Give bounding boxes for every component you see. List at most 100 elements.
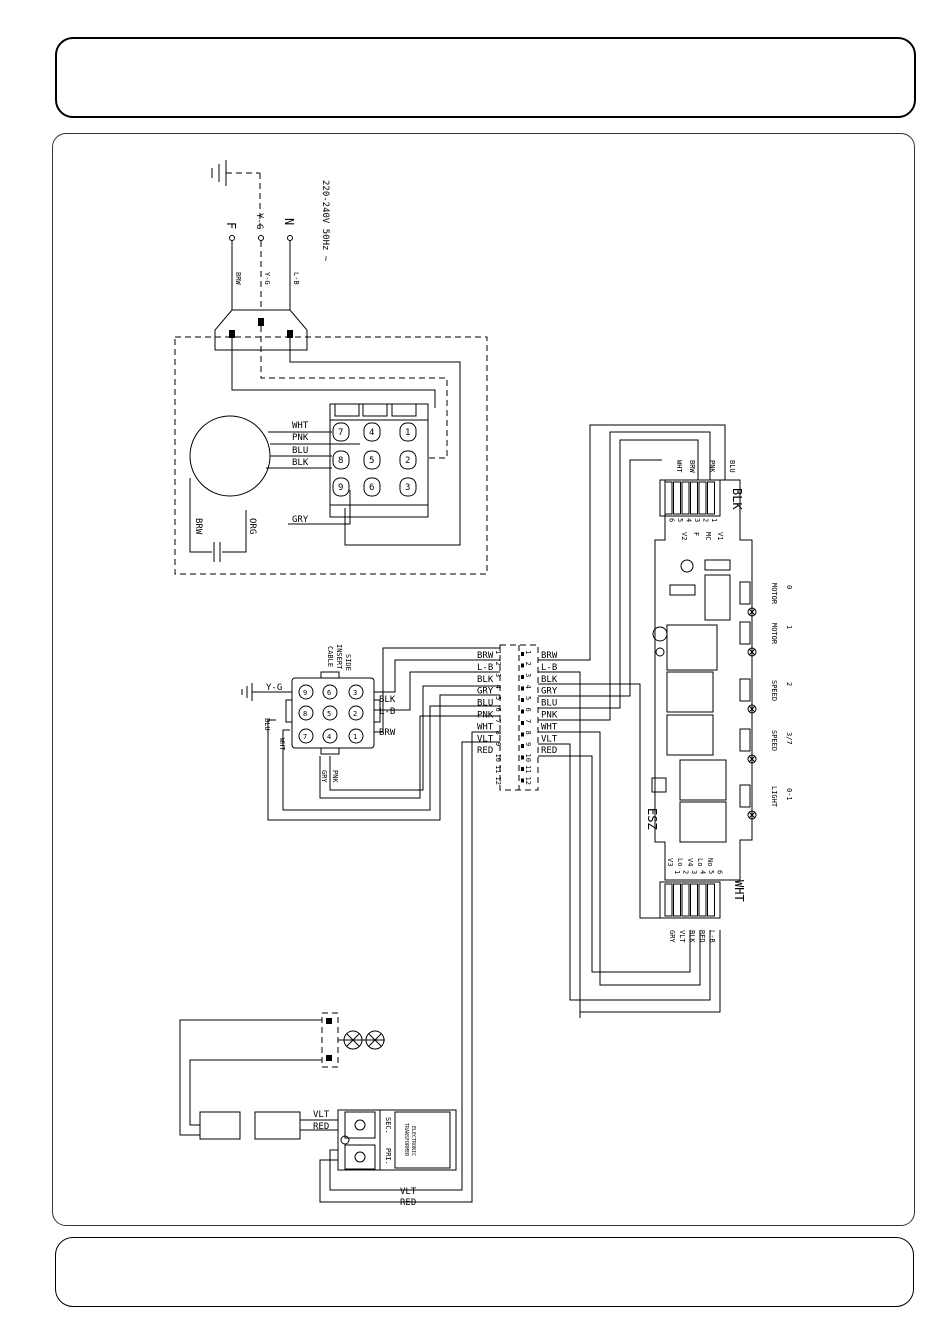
transformer-pri: PRI. — [384, 1148, 392, 1165]
blk-pin — [673, 481, 681, 515]
diagram-frame — [52, 133, 915, 1226]
connector-pin — [521, 698, 524, 702]
connector-number-left: 9 — [494, 742, 502, 746]
connector-pin — [521, 755, 524, 760]
switch-label: LIGHT — [770, 786, 778, 808]
wht-pin-number: 1 — [673, 870, 681, 874]
side-wire-gry: GRY — [320, 770, 328, 783]
motor-wires: WHT PNK BLU BLK GRY — [266, 421, 360, 525]
connector-pin — [521, 732, 524, 737]
blk-pin-number: 6 — [668, 518, 676, 522]
switch-number: 0-1 — [785, 788, 793, 801]
connector-pin — [521, 663, 524, 668]
connector-right-label: BLU — [541, 699, 557, 709]
board-wht-connector: WHT — [732, 880, 746, 902]
motor-pin — [399, 422, 417, 442]
motor-pin — [332, 450, 350, 470]
connector-pin — [521, 652, 524, 656]
wht-pin-label: V4 — [686, 858, 694, 866]
connector-pin — [521, 721, 524, 725]
connector-left-label: BLU — [477, 699, 493, 709]
terminal-yg-label: Y-G — [254, 213, 264, 229]
motor-pin — [363, 450, 381, 470]
connector-number-left: 5 — [494, 696, 502, 700]
connector-number-right: 1 — [524, 650, 532, 654]
motor-wire-pnk: PNK — [292, 433, 309, 443]
blk-pin-label: V1 — [716, 532, 724, 540]
ground-symbol — [211, 160, 261, 232]
motor-wire-wht: WHT — [292, 421, 309, 431]
connector-left-label: RED — [477, 746, 493, 756]
connector-number-right: 5 — [524, 696, 532, 700]
wht-pin — [698, 883, 707, 917]
blk-pin-number: 2 — [702, 518, 710, 522]
side-cable-pin-number: 8 — [303, 710, 307, 718]
connector-to-transformer-wires — [319, 731, 500, 1203]
side-cable-yg: Y-G — [266, 683, 282, 693]
wht-pin — [664, 883, 673, 917]
motor-wire-blu: BLU — [292, 446, 308, 456]
side-cable-pin-number: 2 — [353, 710, 357, 718]
wht-wire-label: L-B — [708, 930, 716, 943]
connector-right-label: RED — [541, 746, 557, 756]
side-cable-label-3: CABLE — [326, 646, 334, 667]
motor-pin — [332, 422, 350, 442]
switch-number: 1 — [785, 625, 793, 629]
blk-pin — [664, 481, 673, 515]
side-cable-pin-number: 7 — [303, 733, 307, 741]
switch-label: MOTOR — [770, 583, 778, 605]
motor — [189, 415, 271, 497]
side-cable-pin-number: 6 — [327, 689, 331, 697]
switch-label: SPEED — [770, 680, 778, 701]
motor-pin-number: 2 — [405, 456, 410, 466]
connector-number-left: 8 — [494, 731, 502, 735]
connector-number-left: 6 — [494, 708, 502, 712]
control-board: ESZ BLK WHT — [645, 479, 753, 919]
motor-pin — [332, 477, 350, 497]
blk-pin — [707, 481, 715, 515]
bottom-wire-labels: VLT RED — [400, 1187, 417, 1208]
side-wire-lb: L-B — [379, 707, 395, 717]
connector-left-label: PNK — [477, 711, 494, 721]
motor-pin-number: 3 — [405, 483, 410, 493]
supply-to-relay-wires — [231, 326, 461, 546]
blk-pin-number: 3 — [693, 518, 701, 522]
connector-right-label: BRW — [541, 651, 558, 661]
transformer-title-1: ELECTRONIC — [410, 1126, 416, 1156]
board-blk-connector: BLK — [730, 488, 744, 510]
side-cable-pin — [298, 684, 314, 700]
connector-left-label: GRY — [477, 687, 494, 697]
wht-pin-number: 5 — [707, 870, 715, 874]
transformer: VLT RED SEC. PRI. ELECTRONIC TRANSFORMER — [300, 1109, 457, 1171]
wht-pin-number: 3 — [690, 870, 698, 874]
connector-right-label: GRY — [541, 687, 558, 697]
blk-pin — [681, 481, 690, 515]
switch-label: SPEED — [770, 730, 778, 751]
wht-wire-label: RED — [698, 930, 706, 943]
supply-terminals: F Y-G N 220-240V 50Hz ~ BRW Y-G L-B — [224, 180, 330, 310]
wht-pin — [673, 883, 681, 917]
side-cable-pin-number: 5 — [327, 710, 331, 718]
blk-pin — [698, 481, 707, 515]
connector-pin — [521, 675, 524, 679]
motor-pin — [363, 477, 381, 497]
header-frame — [55, 37, 916, 118]
side-cable-pin-number: 4 — [327, 733, 331, 741]
lamp-circuit — [179, 1012, 385, 1140]
motor-housing-boundary — [174, 336, 488, 575]
side-cable-pin — [322, 684, 338, 700]
connector-number-left: 10 — [494, 754, 502, 762]
blk-pin — [690, 481, 698, 515]
bottom-wire-vlt: VLT — [400, 1187, 417, 1197]
supply-wire-brw: BRW — [234, 272, 242, 285]
connector-number-left: 3 — [494, 673, 502, 677]
side-cable-pin-number: 9 — [303, 689, 307, 697]
blk-wire-label: BLU — [728, 460, 736, 473]
motor-wire-gry: GRY — [292, 515, 309, 525]
